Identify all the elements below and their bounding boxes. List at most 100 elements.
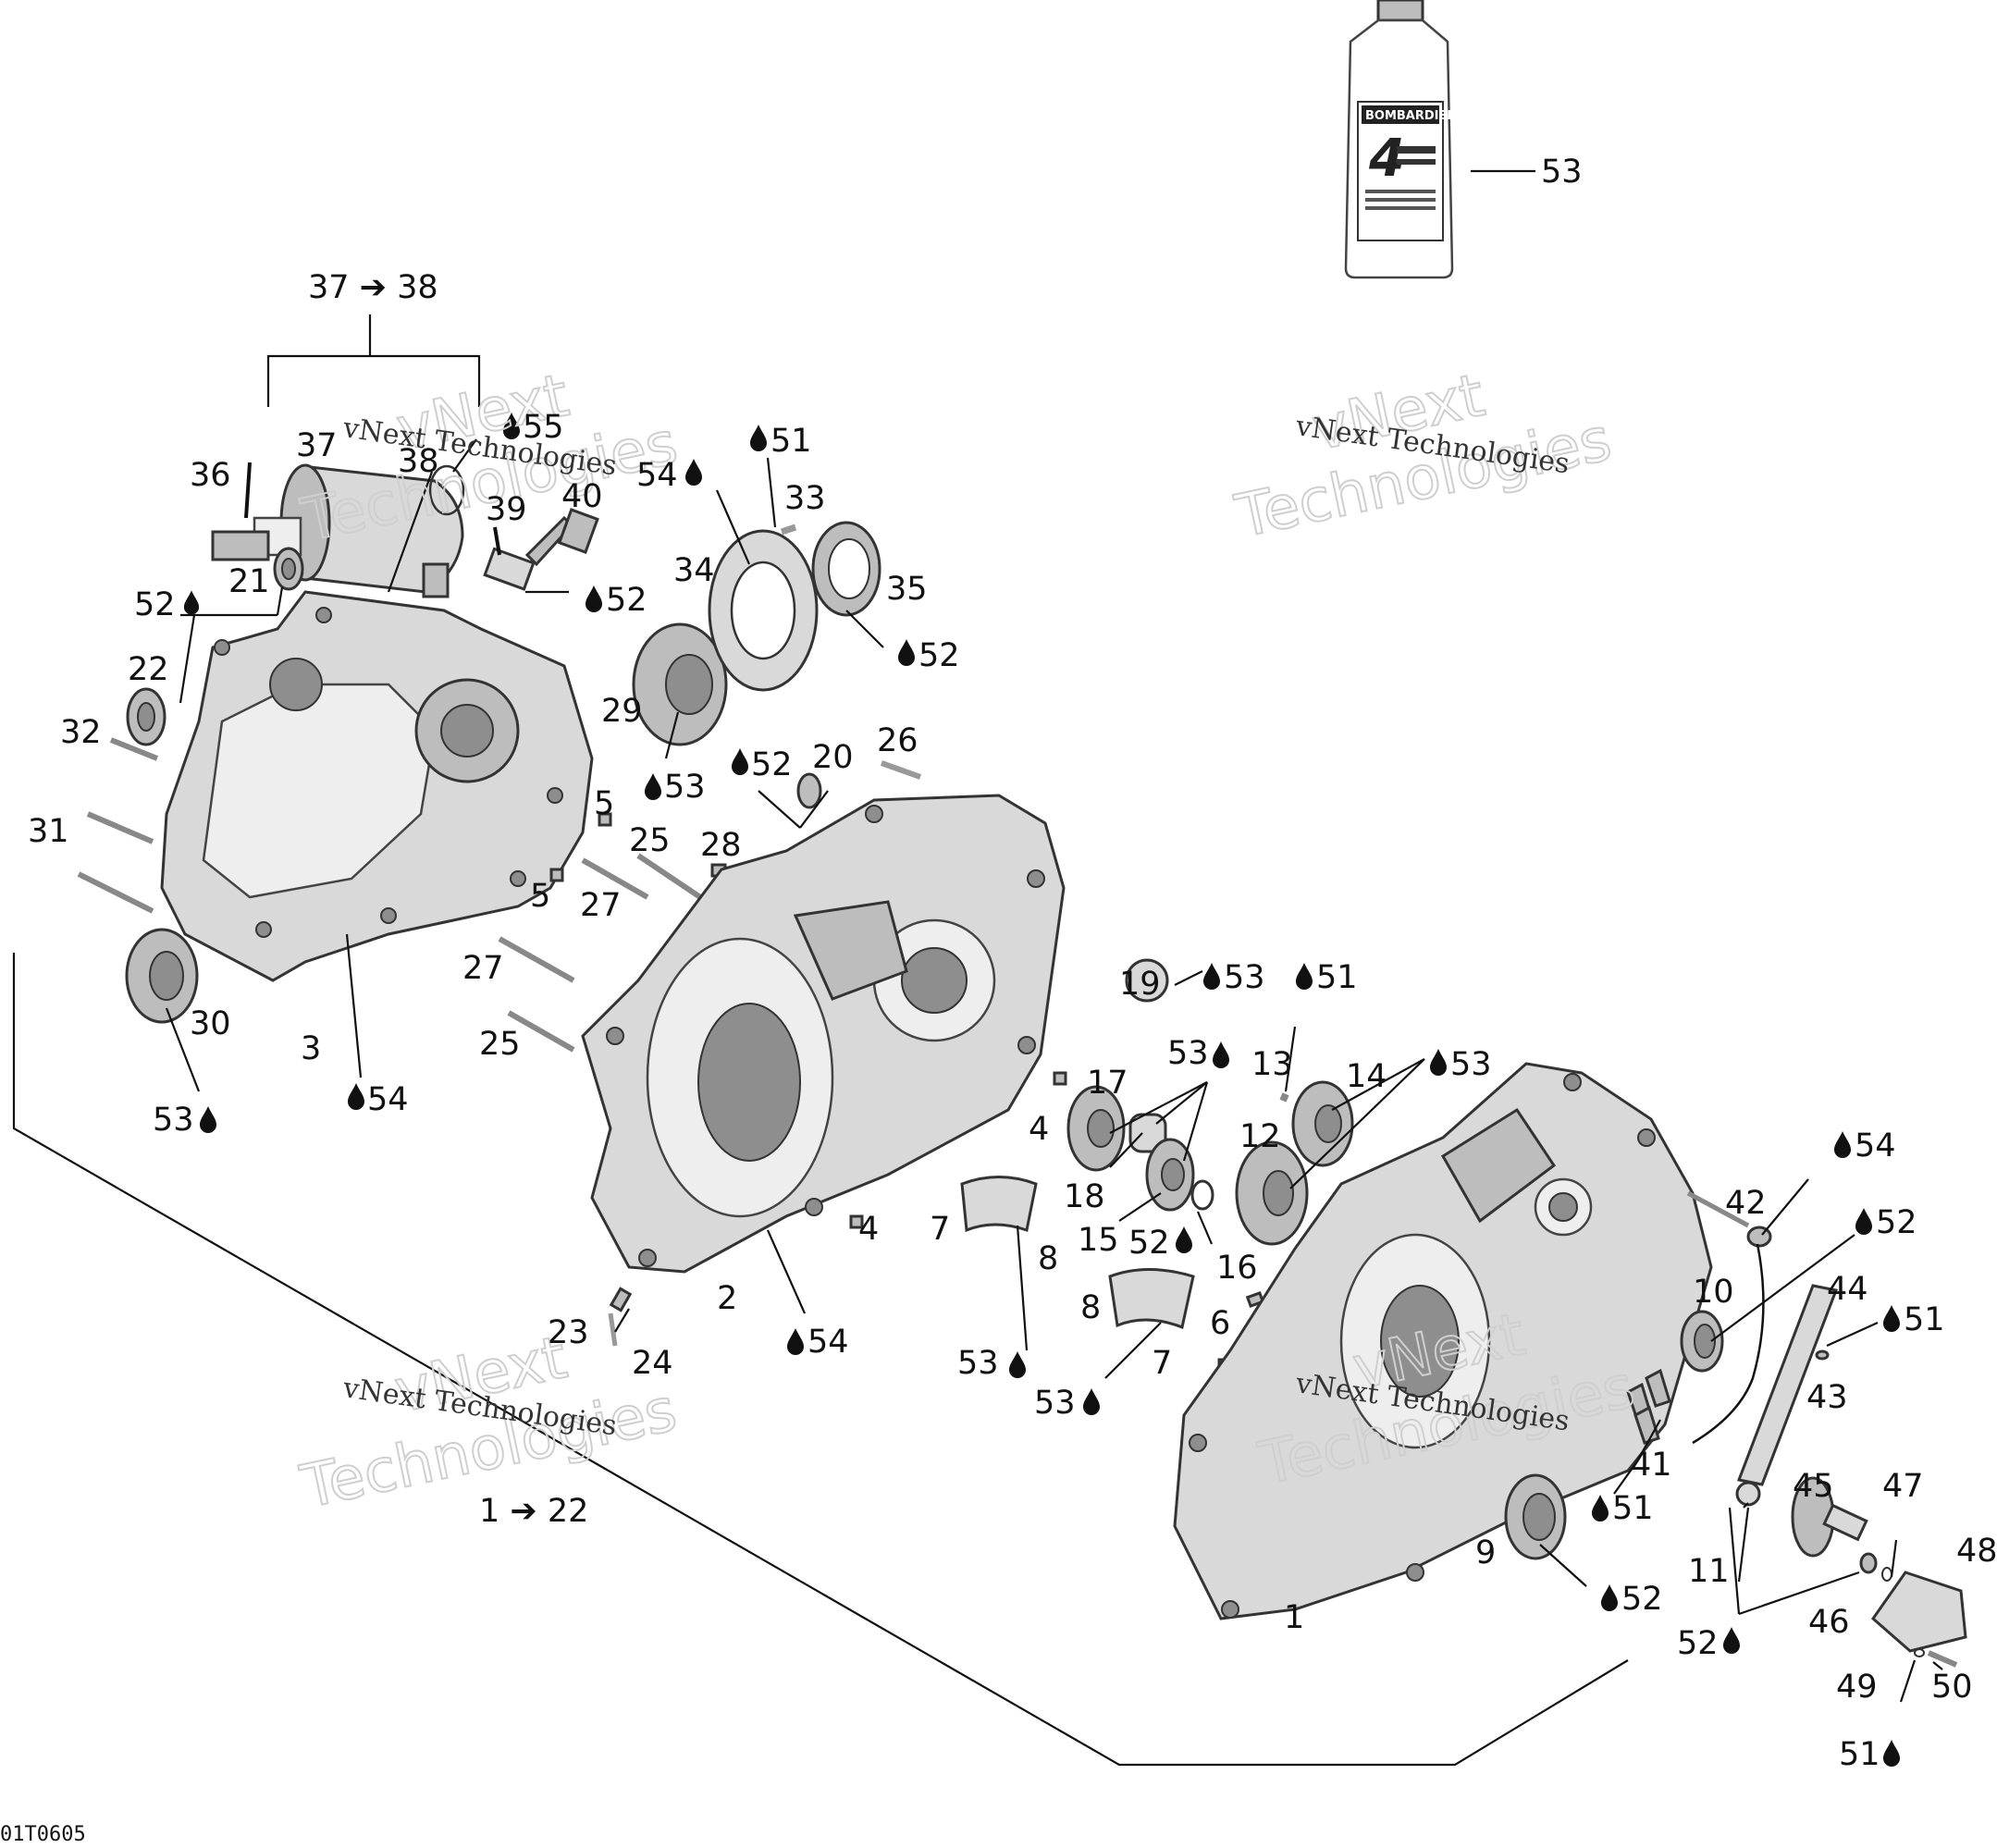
callout-52: 52 — [1128, 1225, 1170, 1262]
bottle-brand: BOMBARDIER — [1365, 109, 1456, 123]
callout-42: 42 — [1725, 1185, 1767, 1222]
bottle-big-mark: 4 — [1368, 129, 1405, 189]
drop-icon — [685, 459, 702, 486]
left-crankcase-half — [160, 590, 594, 982]
cover-48 — [1870, 1571, 1967, 1653]
diagram-code: 01T0605 — [0, 1823, 86, 1843]
callout-7: 7 — [930, 1211, 950, 1248]
drop-icon — [898, 639, 915, 666]
right-crankcase-half — [1173, 1062, 1713, 1620]
callout-3: 3 — [301, 1030, 321, 1067]
drop-icon — [1430, 1049, 1447, 1076]
callout-50: 50 — [1931, 1669, 1973, 1706]
oil-bottle: BOMBARDIER 4 — [1344, 0, 1535, 279]
callout-53: 53 — [1167, 1035, 1209, 1072]
callout-7: 7 — [1152, 1345, 1172, 1382]
callout-46: 46 — [1808, 1604, 1850, 1641]
callout-52: 52 — [606, 582, 647, 619]
callout-36: 36 — [190, 457, 231, 494]
callout-54: 54 — [807, 1324, 849, 1361]
callout-8: 8 — [1038, 1240, 1058, 1277]
callout-12: 12 — [1239, 1118, 1281, 1155]
drop-icon — [645, 773, 661, 800]
drop-icon — [1203, 963, 1220, 990]
callout-52: 52 — [1876, 1204, 1917, 1241]
bearing-15 — [1145, 1138, 1195, 1212]
callout-40: 40 — [561, 478, 603, 515]
drop-icon — [348, 1083, 364, 1110]
callout-52: 52 — [751, 746, 793, 783]
seal-35 — [811, 521, 881, 617]
bearing-14 — [1291, 1080, 1354, 1167]
drop-icon — [1592, 1495, 1609, 1522]
drop-icon — [787, 1328, 804, 1355]
callout-41: 41 — [1631, 1447, 1672, 1484]
callout-4: 4 — [858, 1211, 879, 1248]
drop-icon — [1723, 1627, 1740, 1654]
drop-icon — [1883, 1305, 1900, 1332]
drop-icon — [732, 748, 748, 775]
callout-52: 52 — [1677, 1625, 1719, 1662]
callout-52: 52 — [1621, 1581, 1663, 1618]
callout-21: 21 — [228, 563, 270, 600]
callout-28: 28 — [700, 827, 742, 864]
speed-sensor — [483, 508, 599, 591]
o-ring-47 — [1881, 1567, 1892, 1582]
group-starter-label: 37 ➔ 38 — [308, 269, 438, 306]
drop-icon — [1213, 1041, 1229, 1068]
callout-44: 44 — [1827, 1271, 1868, 1308]
callout-5: 5 — [530, 878, 550, 915]
drop-icon — [1834, 1131, 1851, 1158]
callout-17: 17 — [1087, 1065, 1128, 1102]
callout-51: 51 — [1612, 1490, 1654, 1527]
drop-icon — [1083, 1388, 1100, 1415]
drop-icon — [586, 585, 602, 612]
callout-54: 54 — [367, 1081, 409, 1118]
washer-46 — [1859, 1552, 1878, 1574]
callout-27: 27 — [462, 950, 504, 987]
callout-49: 49 — [1836, 1669, 1878, 1706]
seal-20 — [796, 772, 822, 809]
callout-labels: 53 37 ➔ 38 1 ➔ 22 01T0605 37 38 55 36 39… — [0, 154, 1997, 1846]
callout-25: 25 — [479, 1026, 521, 1063]
seal-10 — [1680, 1310, 1724, 1373]
drop-icon — [200, 1106, 216, 1133]
crankcase-group-bracket — [12, 953, 1629, 1767]
bearing-12 — [1235, 1140, 1309, 1246]
bottle-brand-band — [1362, 105, 1439, 124]
callout-9: 9 — [1475, 1534, 1496, 1571]
callout-29: 29 — [601, 693, 643, 730]
callout-51: 51 — [1904, 1301, 1945, 1338]
callout-24: 24 — [632, 1345, 673, 1382]
callout-52: 52 — [918, 637, 960, 674]
callout-26: 26 — [877, 722, 918, 759]
drop-icon — [1855, 1208, 1872, 1235]
callout-13: 13 — [1251, 1046, 1293, 1083]
callout-27: 27 — [580, 887, 622, 924]
callout-25: 25 — [629, 822, 671, 859]
callout-15: 15 — [1078, 1222, 1119, 1259]
drop-icon — [1009, 1351, 1026, 1378]
callout-23: 23 — [548, 1314, 589, 1351]
half-bearing-7-8-upper — [960, 1176, 1038, 1233]
callout-14: 14 — [1346, 1058, 1387, 1095]
callout-8: 8 — [1080, 1289, 1101, 1326]
callout-53: 53 — [1224, 959, 1265, 996]
callout-39: 39 — [486, 491, 527, 528]
callout-32: 32 — [60, 714, 102, 751]
callout-53: 53 — [957, 1345, 999, 1382]
plate-34 — [708, 529, 819, 692]
callout-45: 45 — [1793, 1468, 1834, 1505]
callout-20: 20 — [812, 739, 854, 776]
callout-47: 47 — [1882, 1468, 1924, 1505]
starter-group-bracket — [266, 314, 481, 407]
drop-icon — [1176, 1226, 1192, 1253]
drop-icon — [1296, 963, 1313, 990]
callout-33: 33 — [784, 480, 826, 517]
callout-38: 38 — [398, 443, 439, 480]
callout-5: 5 — [594, 785, 614, 822]
callout-31: 31 — [28, 813, 69, 850]
callout-6: 6 — [1210, 1305, 1230, 1342]
callout-2: 2 — [717, 1280, 737, 1317]
